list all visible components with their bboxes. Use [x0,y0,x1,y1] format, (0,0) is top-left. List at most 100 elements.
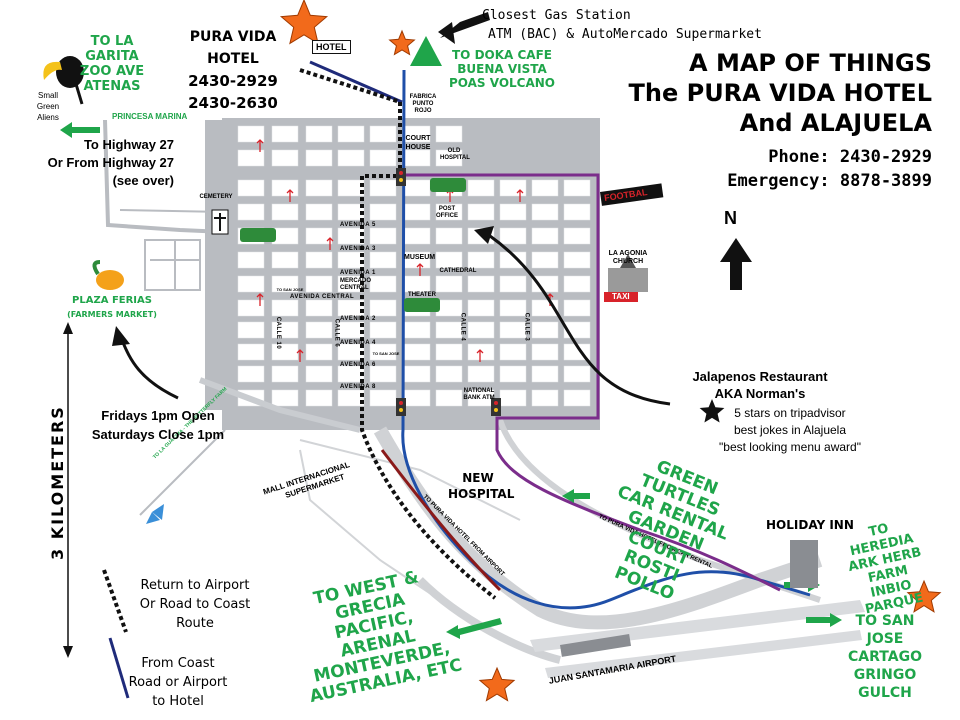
city-block [271,179,299,197]
street-avenida-5: AVENIDA 5 [340,222,376,228]
city-block [237,275,265,293]
street-avenida-2: AVENIDA 2 [340,316,376,322]
city-block [531,389,559,407]
toucan-icon [43,56,84,105]
garita-label: TO LA GARITA ZOO AVE ATENAS [62,34,162,94]
legend-solid-line-1: From Coast [141,656,215,671]
city-block [435,251,463,269]
legend-solid-line-2: Road or Airport [128,675,228,690]
city-block [563,389,591,407]
city-block [563,203,591,221]
city-block [305,251,333,269]
city-block [531,321,559,339]
street-avenida-1: AVENIDA 1 [340,270,376,276]
star-icon [699,399,725,423]
doka-label: TO DOKA CAFE BUENA VISTA POAS VOLCANO [446,48,558,90]
highway-line-3: (see over) [112,173,174,188]
city-block [403,149,431,167]
city-block [499,343,527,361]
city-block [271,299,299,317]
stars [279,0,942,702]
legend-solid: From Coast Road or Airport to Hotel [118,654,238,711]
phone-line: Phone: 2430-2929 [768,147,932,167]
jalapenos-title: Jalapenos Restaurant AKA Norman's [672,368,848,402]
city-block [271,203,299,221]
hotel-sign: HOTEL [312,40,351,54]
to-san-jose-label-2: TO SAN JOSE [372,351,400,356]
city-block [403,343,431,361]
city-block [435,343,463,361]
city-block [499,203,527,221]
city-block [305,149,333,167]
market-line-1: Fridays 1pm Open [101,408,215,423]
city-block [531,227,559,245]
city-block [467,299,495,317]
garita-line-2: ZOO AVE [79,64,145,79]
city-block [403,203,431,221]
city-block [403,227,431,245]
city-block [271,149,299,167]
direction-arrow [256,139,264,152]
jalapenos-line-1: Jalapenos Restaurant [692,369,828,384]
route-purple [404,173,781,592]
city-block [467,275,495,293]
city-block [531,343,559,361]
city-block [499,251,527,269]
aliens-line-1: Small [37,91,58,100]
contact-block: Phone: 2430-2929 Emergency: 8878-3899 [727,145,932,193]
city-block [499,275,527,293]
city-block [237,149,265,167]
city-block [435,125,463,143]
cathedral-label: CATHEDRAL [439,268,477,274]
city-block [435,149,463,167]
garita-line-3: ATENAS [83,79,141,94]
gas-line-1: Closest Gas Station [482,8,631,23]
legend-dotted: Return to Airport Or Road to Coast Route [120,576,270,633]
city-block [435,321,463,339]
city-block [563,275,591,293]
direction-arrow [476,349,484,362]
new-hospital-line-2: HOSPITAL [448,487,515,501]
plaza-line-2: (FARMERS MARKET) [67,310,157,319]
theater-label: THEATER [408,292,436,298]
map-title: A MAP OF THINGS The PURA VIDA HOTEL And … [629,48,932,138]
street-avenida-4: AVENIDA 4 [340,340,376,346]
doka-line-1: TO DOKA CAFE [452,48,552,62]
agonia-label: LA AGONIA CHURCH [608,250,648,265]
street-calle-10: CALLE 10 [275,316,282,350]
city-block [237,203,265,221]
north-arrow [720,238,752,290]
sanjose-line-3: GRINGO GULCH [853,667,917,701]
city-block [403,179,431,197]
star-icon [906,579,942,613]
heredia-label: TO HEREDIA ARK HERB FARM INBIO PARQUE [836,515,937,620]
garita-line-1: TO LA GARITA [85,34,139,64]
hotel-block: PURA VIDA HOTEL 2430-2929 2430-2630 [168,26,298,114]
city-block [531,179,559,197]
city-block [337,299,365,317]
taxi-label: TAXI [612,292,630,301]
post-office-label: POST OFFICE [436,206,458,219]
city-block [499,365,527,383]
city-block [237,251,265,269]
city-block [563,179,591,197]
emergency-line: Emergency: 8878-3899 [727,171,932,191]
jalapenos-details: 5 stars on tripadvisor best jokes in Ala… [680,405,900,456]
city-block [499,389,527,407]
aliens-note: Small Green Aliens [30,90,66,123]
city-block [369,343,397,361]
city-block [531,251,559,269]
city-block [563,299,591,317]
city-block [337,149,365,167]
courthouse-label: COURT HOUSE [405,135,431,151]
city-block [435,227,463,245]
city-block [499,321,527,339]
city-block [237,321,265,339]
title-line-3: And ALAJUELA [739,109,932,137]
city-block [237,365,265,383]
highway-note: To Highway 27 Or From Highway 27 (see ov… [16,136,174,190]
to-san-jose-label-1: TO SAN JOSE [276,287,304,292]
city-block [237,179,265,197]
street-calle-4: CALLE 4 [459,312,466,342]
